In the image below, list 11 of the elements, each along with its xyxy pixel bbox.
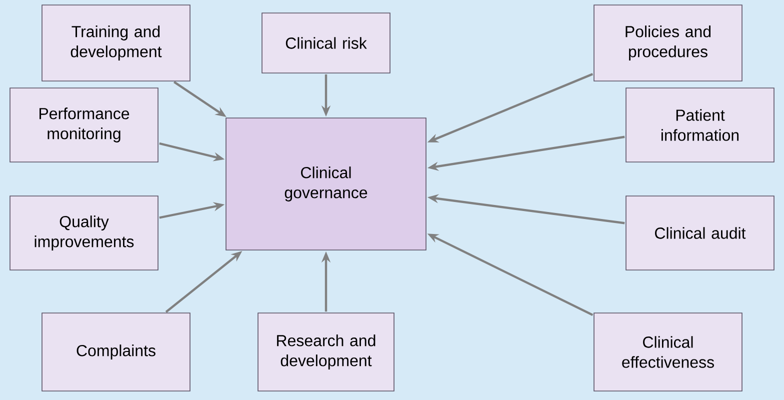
topic-box: Training and development [42,4,190,82]
topic-box: Performance monitoring [10,88,158,162]
topic-box: Policies and procedures [594,4,742,82]
topic-box: Clinical risk [262,12,390,74]
topic-box: Complaints [42,312,190,392]
topic-box: Quality improvements [10,196,158,270]
topic-box: Clinical effectiveness [594,312,742,392]
central-box: Clinical governance [226,118,426,250]
topic-box: Patient information [626,88,774,162]
topic-box: Clinical audit [626,196,774,270]
topic-box: Research and development [258,312,394,392]
